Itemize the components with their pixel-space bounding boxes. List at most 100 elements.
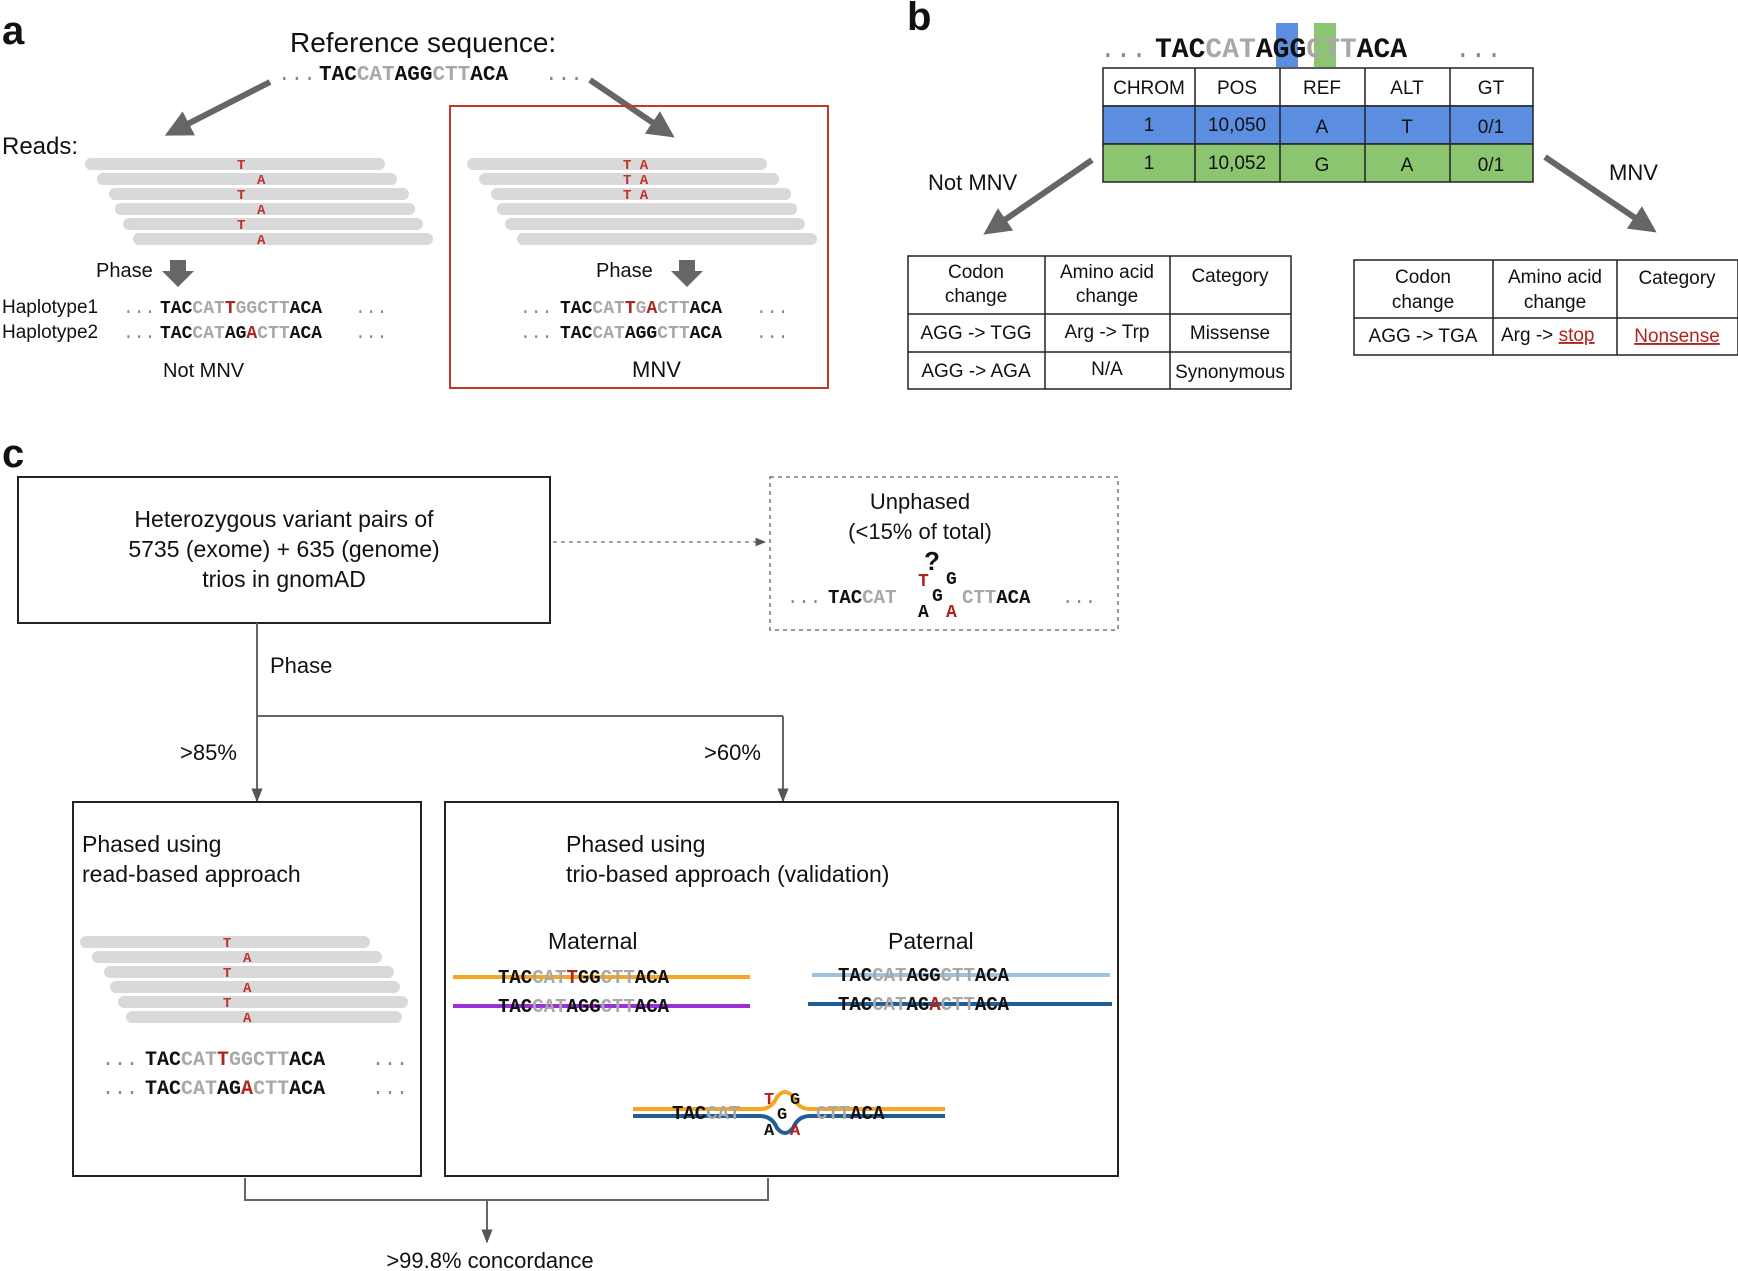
svg-text:T A: T A [623, 158, 649, 174]
mnv-label-b: MNV [1609, 160, 1658, 185]
svg-text:1: 1 [1144, 115, 1155, 136]
svg-text:T: T [237, 218, 245, 234]
reads-mnv: T A T A T A [467, 158, 817, 245]
svg-text:A: A [257, 173, 266, 189]
svg-text:T: T [918, 572, 929, 592]
svg-text:T: T [1401, 117, 1413, 138]
svg-text:CTTACA: CTTACA [962, 587, 1031, 609]
unphased-box [769, 476, 1119, 631]
svg-text:...: ... [756, 324, 788, 344]
svg-text:AGG -> TGA: AGG -> TGA [1369, 326, 1478, 347]
phase-label-c: Phase [270, 653, 332, 678]
haplotype1-label: Haplotype1 [2, 297, 98, 318]
svg-text:...: ... [756, 299, 788, 319]
phase-arrow-right [671, 260, 703, 287]
svg-text:...: ... [123, 324, 155, 344]
svg-text:CTTACA: CTTACA [816, 1103, 885, 1125]
trio-based-title-2: trio-based approach (validation) [566, 861, 889, 887]
svg-text:...: ... [1100, 35, 1147, 65]
reads-label: Reads: [2, 133, 78, 160]
svg-text:1: 1 [1144, 153, 1155, 174]
svg-text:TACCATTGGCTTACA: TACCATTGGCTTACA [160, 299, 322, 319]
svg-text:10,052: 10,052 [1208, 153, 1266, 174]
vcf-header-ref: REF [1303, 78, 1341, 99]
trio-based-title-1: Phased using [566, 831, 705, 857]
svg-text:A: A [764, 1122, 775, 1141]
vcf-row-2 [1102, 143, 1534, 183]
haplotypes-mnv: ... TACCATTGACTTACA ... ... TACCATAGGCTT… [520, 299, 788, 344]
svg-text:TACCATAGGCTTACA: TACCATAGGCTTACA [560, 324, 722, 344]
source-line-3: trios in gnomAD [202, 566, 366, 592]
svg-text:Amino acid: Amino acid [1060, 262, 1154, 283]
svg-text:T: T [237, 158, 245, 174]
panel-label-a: a [2, 9, 25, 53]
svg-text:A: A [918, 603, 929, 623]
svg-text:change: change [1524, 292, 1586, 313]
svg-text:TACCATAGGCTTACA: TACCATAGGCTTACA [319, 64, 508, 87]
vcf-row-1 [1102, 105, 1534, 145]
svg-text:TACCATAGACTTACA: TACCATAGACTTACA [160, 324, 322, 344]
svg-text:T: T [223, 996, 231, 1012]
not-mnv-label-a: Not MNV [163, 360, 245, 382]
svg-text:T: T [764, 1091, 774, 1110]
svg-text:change: change [945, 286, 1007, 307]
reference-sequence-title: Reference sequence: [290, 27, 556, 58]
svg-text:G: G [790, 1091, 800, 1110]
phase-label-right: Phase [596, 260, 653, 282]
svg-text:G: G [777, 1106, 787, 1125]
arrow-b-not-mnv [983, 157, 1094, 235]
svg-text:...: ... [372, 1078, 408, 1101]
phase-label-left: Phase [96, 260, 153, 282]
reads-not-mnv: T A T A T A [85, 158, 433, 249]
svg-text:TACCATAGGCTTACA: TACCATAGGCTTACA [498, 996, 670, 1018]
svg-text:...: ... [355, 299, 387, 319]
svg-text:Codon: Codon [1395, 267, 1451, 288]
nonsense-link: Nonsense [1634, 326, 1720, 347]
svg-text:A: A [243, 951, 252, 967]
read-based-title-2: read-based approach [82, 861, 301, 887]
svg-text:0/1: 0/1 [1478, 117, 1504, 138]
svg-text:...: ... [278, 64, 316, 87]
svg-text:...: ... [102, 1049, 138, 1072]
svg-text:10,050: 10,050 [1208, 115, 1266, 136]
svg-text:N/A: N/A [1091, 359, 1123, 380]
svg-text:T A: T A [623, 188, 649, 204]
svg-text:...: ... [123, 299, 155, 319]
pct-trio-based: >60% [704, 740, 761, 765]
svg-text:Missense: Missense [1190, 323, 1270, 344]
reads-read-based: T A T A T A [80, 936, 408, 1027]
svg-text:A: A [1316, 117, 1329, 138]
paternal-label: Paternal [888, 928, 974, 954]
svg-text:TACCATTGACTTACA: TACCATTGACTTACA [560, 299, 722, 319]
concordance-bracket [244, 1178, 769, 1201]
svg-text:T A: T A [623, 173, 649, 189]
svg-text:T: T [223, 936, 231, 952]
mnv-highlight-box [449, 105, 829, 389]
unphased-sequence: ? T G ... TACCAT G CTTACA ... A A [787, 546, 1096, 623]
stop-link: stop [1559, 325, 1595, 346]
svg-text:...: ... [787, 587, 821, 609]
haplotype2-label: Haplotype2 [2, 322, 98, 343]
svg-text:TACCATTGGCTTACA: TACCATTGGCTTACA [145, 1049, 325, 1072]
unphased-subtitle: (<15% of total) [848, 519, 992, 544]
svg-text:Category: Category [1638, 268, 1716, 289]
vcf-header-gt: GT [1478, 78, 1505, 99]
maternal-label: Maternal [548, 928, 637, 954]
arrow-to-not-mnv [164, 79, 272, 136]
not-mnv-label-b: Not MNV [928, 170, 1018, 195]
svg-text:change: change [1392, 292, 1454, 313]
svg-text:Arg -> Trp: Arg -> Trp [1065, 322, 1150, 343]
unphased-title: Unphased [870, 489, 970, 514]
svg-text:...: ... [520, 324, 552, 344]
mnv-label-a: MNV [632, 357, 681, 382]
consequence-table-not-mnv: Codon change Amino acid change Category … [907, 255, 1292, 390]
vcf-header-pos: POS [1217, 78, 1257, 99]
question-mark: ? [924, 546, 940, 576]
svg-text:G: G [1315, 155, 1330, 176]
source-box [17, 476, 551, 624]
panel-label-c: c [2, 432, 24, 476]
svg-text:...: ... [520, 299, 552, 319]
concordance-label: >99.8% concordance [386, 1248, 593, 1271]
svg-text:G: G [932, 587, 943, 607]
svg-text:Amino acid: Amino acid [1508, 267, 1602, 288]
